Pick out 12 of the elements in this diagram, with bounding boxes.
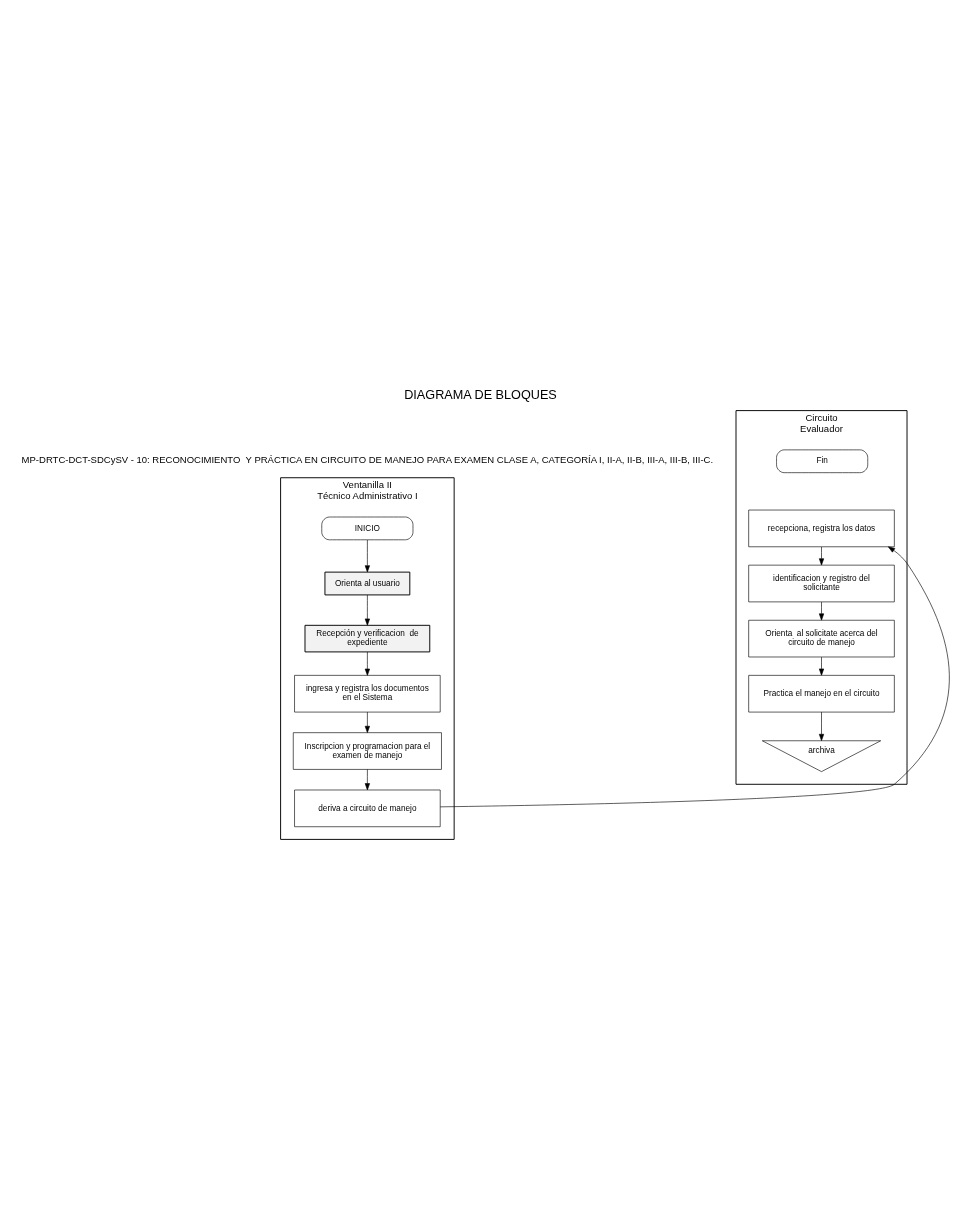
arrow — [364, 651, 370, 676]
arrow — [818, 601, 825, 620]
arrow — [364, 539, 370, 572]
arrow — [364, 768, 370, 790]
diagram-title: DIAGRAMA DE BLOQUES — [404, 387, 557, 402]
label: MP-DRTC-DCT-SDCySV - 10: RECONOCIMIENTO Y PRÁCTICA EN CIRCUITO DE MANEJO PARA EXAMEN CLASE A, CATEGORÍA I, II-A, II-B, III-A, III-B, III-C. — [21, 453, 714, 465]
arrow — [818, 711, 825, 741]
arrow — [818, 656, 825, 676]
arrow — [818, 546, 825, 565]
arrow — [439, 546, 950, 807]
arrow — [364, 594, 370, 626]
arrow — [364, 711, 370, 733]
